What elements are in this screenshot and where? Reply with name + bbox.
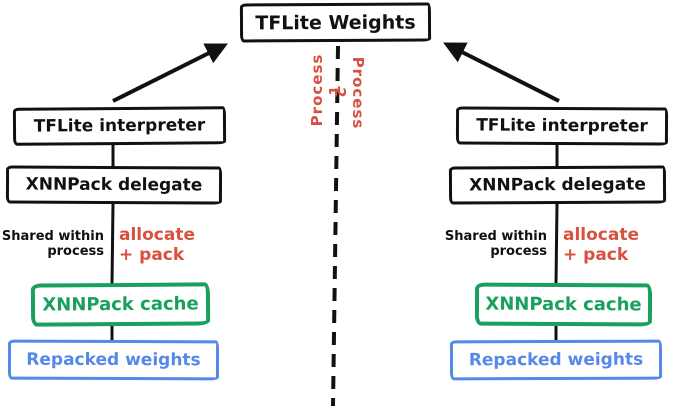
right-interpreter-label: TFLite interpreter: [476, 115, 648, 137]
left-delegate-box: XNNPack delegate: [5, 165, 223, 205]
left-delegate-label: XNNPack delegate: [25, 174, 203, 196]
right-repacked-label: Repacked weights: [468, 349, 644, 371]
left-interpreter-label: TFLite interpreter: [33, 115, 206, 137]
right-allocate-note: allocate + pack: [563, 225, 639, 265]
tflite-weights-label: TFLite Weights: [255, 11, 416, 34]
left-repacked-label: Repacked weights: [26, 349, 201, 371]
right-interpreter-box: TFLite interpreter: [455, 106, 669, 146]
process-1-label: Process 1: [308, 53, 344, 127]
left-cache-label: XNNPack cache: [42, 293, 199, 316]
left-repacked-box: Repacked weights: [7, 339, 220, 381]
arrow-left-to-weights: [112, 43, 228, 103]
right-cache-box: XNNPack cache: [474, 282, 653, 327]
right-allocate-note-line2: + pack: [563, 245, 629, 265]
right-shared-note-line2: process: [490, 244, 547, 259]
left-allocate-note-line2: + pack: [119, 245, 185, 265]
left-shared-note-line2: process: [47, 244, 104, 259]
right-allocate-note-line1: allocate: [563, 225, 640, 245]
left-shared-note: Shared within process: [0, 229, 104, 259]
left-connector-delegate-cache: [110, 203, 115, 285]
right-shared-note: Shared within process: [427, 229, 547, 259]
right-delegate-box: XNNPack delegate: [448, 165, 667, 205]
process-2-label: Process 2: [331, 56, 367, 130]
tflite-weights-box: TFLite Weights: [239, 2, 432, 43]
left-allocate-note: allocate + pack: [119, 225, 195, 265]
left-interpreter-box: TFLite interpreter: [12, 106, 227, 146]
left-allocate-note-line1: allocate: [119, 225, 196, 245]
arrow-right-to-weights: [443, 42, 560, 103]
right-shared-note-line1: Shared within: [444, 229, 547, 244]
right-cache-label: XNNPack cache: [485, 293, 642, 316]
left-cache-box: XNNPack cache: [30, 282, 211, 327]
right-repacked-box: Repacked weights: [449, 339, 663, 381]
left-shared-note-line1: Shared within: [1, 229, 104, 244]
right-connector-delegate-cache: [554, 203, 559, 285]
right-delegate-label: XNNPack delegate: [469, 174, 646, 196]
process-divider-line: [331, 45, 340, 406]
